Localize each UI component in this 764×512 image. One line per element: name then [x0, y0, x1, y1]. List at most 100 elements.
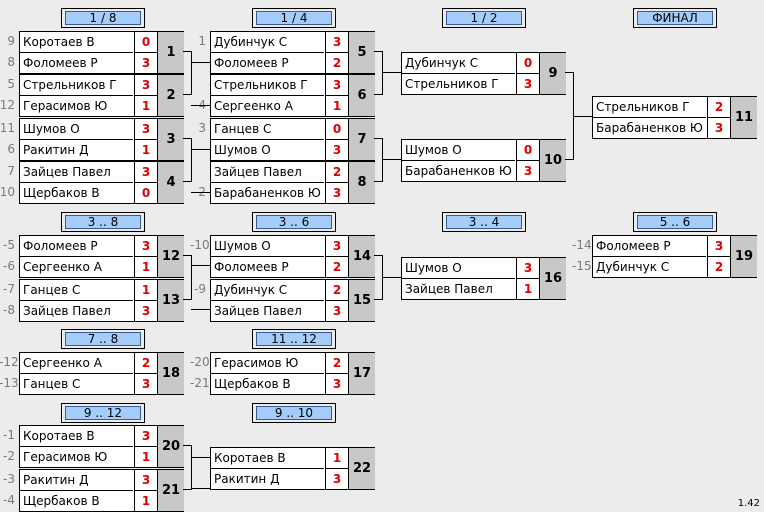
bracket-connector — [374, 255, 382, 256]
player-score: 3 — [325, 374, 348, 394]
player-row: Ракитин Д — [20, 140, 133, 160]
player-name: Барабаненков Ю — [596, 121, 703, 135]
bracket-connector — [374, 299, 382, 300]
player-score: 3 — [516, 161, 539, 181]
version-label: 1.42 — [737, 498, 760, 509]
player-row: Герасимов Ю — [20, 447, 133, 467]
player-score: 3 — [325, 301, 348, 321]
seed-label: -3 — [3, 472, 15, 486]
match-number: 13 — [157, 280, 184, 321]
match-number: 11 — [730, 97, 757, 138]
player-name: Ганцев С — [214, 122, 272, 136]
player-score: 3 — [325, 140, 348, 160]
player-name: Герасимов Ю — [214, 356, 299, 370]
bracket-connector — [191, 445, 192, 490]
player-score: 2 — [325, 353, 348, 374]
round-header-label: 1 / 8 — [65, 11, 141, 25]
seed-label: -21 — [190, 376, 210, 390]
player-name: Фоломеев Р — [596, 239, 671, 253]
round-header: 3 .. 8 — [61, 212, 145, 232]
player-row: Ракитин Д — [211, 469, 324, 489]
player-row: Сергеенко А — [20, 257, 133, 277]
player-row: Зайцев Павел — [20, 301, 133, 321]
player-name: Барабаненков Ю — [405, 164, 512, 178]
seed-label: 3 — [198, 121, 206, 135]
seed-label: 11 — [0, 121, 15, 135]
player-score: 1 — [134, 96, 157, 116]
seed-label: -13 — [0, 376, 19, 390]
player-name: Стрельников Г — [405, 77, 499, 91]
player-name: Дубинчук С — [214, 283, 288, 297]
seed-label: 5 — [7, 77, 15, 91]
player-row: Барабаненков Ю — [211, 183, 324, 203]
player-score: 1 — [134, 491, 157, 511]
bracket-connector — [183, 181, 191, 182]
player-name: Коротаев В — [214, 451, 286, 465]
player-score: 3 — [134, 470, 157, 491]
round-header-label: 3 .. 4 — [446, 215, 522, 229]
player-row: Шумов О — [402, 140, 515, 161]
player-score: 3 — [325, 236, 348, 257]
player-score: 3 — [134, 236, 157, 257]
player-name: Шумов О — [214, 143, 271, 157]
seed-label: 1 — [198, 34, 206, 48]
player-score: 3 — [516, 258, 539, 279]
player-name: Ракитин Д — [23, 473, 89, 487]
player-score: 0 — [134, 32, 157, 53]
seed-label: 10 — [0, 185, 15, 199]
seed-label: -10 — [190, 238, 210, 252]
player-name: Сергеенко А — [23, 356, 102, 370]
seed-label: -8 — [3, 303, 15, 317]
player-row: Щербаков В — [20, 491, 133, 511]
match-number: 5 — [348, 32, 375, 73]
player-score: 3 — [134, 426, 157, 447]
round-header: 1 / 2 — [442, 8, 526, 28]
player-score: 3 — [134, 301, 157, 321]
player-row: Фоломеев Р — [20, 236, 133, 257]
match-number: 21 — [157, 470, 184, 511]
round-header: 5 .. 6 — [633, 212, 717, 232]
player-row: Дубинчук С — [211, 280, 324, 301]
player-score: 2 — [325, 280, 348, 301]
bracket-connector — [382, 277, 401, 278]
player-name: Стрельников Г — [214, 78, 308, 92]
player-name: Ганцев С — [23, 283, 81, 297]
player-score: 3 — [134, 162, 157, 183]
match-number: 3 — [157, 119, 184, 160]
player-score: 3 — [134, 119, 157, 140]
round-header: 1 / 4 — [252, 8, 336, 28]
seed-label: 9 — [7, 34, 15, 48]
player-row: Шумов О — [211, 236, 324, 257]
player-score: 3 — [516, 74, 539, 94]
bracket-connector — [382, 51, 383, 95]
player-row: Щербаков В — [20, 183, 133, 203]
player-score: 1 — [325, 448, 348, 469]
bracket-connector — [183, 255, 191, 256]
player-score: 2 — [134, 353, 157, 374]
player-score: 2 — [325, 162, 348, 183]
player-name: Щербаков В — [23, 494, 100, 508]
player-name: Сергеенко А — [214, 99, 293, 113]
round-header-label: 9 .. 12 — [65, 406, 141, 420]
bracket-connector — [191, 192, 210, 193]
seed-label: -2 — [3, 449, 15, 463]
player-score: 0 — [516, 140, 539, 161]
player-name: Стрельников Г — [596, 100, 690, 114]
player-row: Сергеенко А — [20, 353, 133, 374]
round-header-label: 1 / 2 — [446, 11, 522, 25]
player-row: Стрельников Г — [402, 74, 515, 94]
round-header: 9 .. 12 — [61, 403, 145, 423]
round-header: 11 .. 12 — [252, 329, 336, 349]
round-header-label: 9 .. 10 — [256, 406, 332, 420]
round-header: 9 .. 10 — [252, 403, 336, 423]
player-row: Сергеенко А — [211, 96, 324, 116]
